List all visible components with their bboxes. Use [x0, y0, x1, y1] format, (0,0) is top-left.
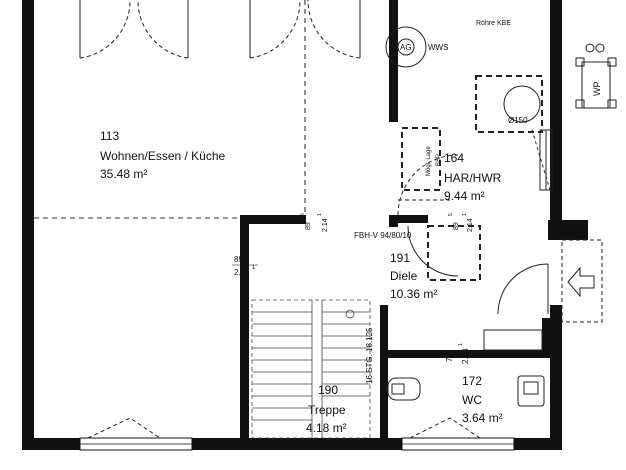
- opening-utility: 89 5 2.14 1: [448, 213, 474, 232]
- room-living: 113 Wohnen/Essen / Küche 35.48 m²: [100, 129, 226, 181]
- entry-arrow: [561, 239, 603, 323]
- heat-pump-symbol: [575, 43, 617, 109]
- room-area: 10.36 m²: [390, 287, 437, 301]
- opening-width: 89: [305, 222, 312, 230]
- wp-label: WP: [592, 82, 602, 97]
- opening-living: 89 5 2.14 1: [232, 252, 258, 277]
- roehre-label: Röhre KBE: [476, 20, 511, 27]
- utility-fixtures: [385, 26, 553, 216]
- room-number: 164: [444, 151, 464, 165]
- opening-width: 89: [234, 255, 243, 264]
- opening-height-sup: 1: [462, 213, 468, 216]
- room-number: 113: [100, 129, 119, 143]
- room-number: 172: [462, 374, 482, 388]
- moegl-label: Mögl. Lage: [426, 146, 432, 176]
- bottom-window-sashes: [87, 417, 481, 439]
- room-area: 35.48 m²: [100, 167, 147, 181]
- room-number: 190: [318, 383, 338, 397]
- opening-wc: 77 2.14 1: [445, 343, 470, 364]
- stair-count-label: 16 STG. 18.125: [365, 327, 374, 384]
- room-utility: 164 HAR/HWR 9.44 m²: [444, 151, 502, 203]
- opening-height: 2.14: [234, 268, 250, 277]
- opening-height: 2.14: [467, 218, 474, 232]
- opening-height: 2.14: [461, 348, 470, 364]
- bsp-label: BSP: [436, 154, 442, 166]
- room-area: 3.64 m²: [462, 411, 503, 425]
- opening-width-sup: 5: [448, 213, 454, 216]
- stairs: [251, 299, 371, 439]
- room-area: 9.44 m²: [444, 189, 485, 203]
- wws-label: WWS: [428, 43, 448, 52]
- opening-kitchen: 89 5 2.14 1: [300, 213, 329, 232]
- opening-width: 77: [445, 353, 454, 362]
- opening-width-sup: 5: [300, 213, 306, 216]
- room-name: Diele: [390, 269, 418, 283]
- opening-height-sup: 1: [317, 213, 323, 216]
- room-wc: 172 WC 3.64 m²: [462, 374, 503, 425]
- opening-width-sup: 5: [246, 252, 250, 258]
- room-name: Treppe: [308, 403, 346, 417]
- hall-doors: [407, 225, 549, 351]
- room-area: 4.18 m²: [306, 421, 347, 435]
- top-doors: [79, 0, 361, 215]
- opening-height-sup: 1: [458, 343, 464, 346]
- room-stairs: 190 Treppe 4.18 m²: [306, 383, 347, 435]
- ag-label: AG: [400, 43, 412, 52]
- fbh-label: FBH-V 94/80/10: [354, 231, 412, 240]
- wc-fixtures: [387, 375, 545, 407]
- room-number: 191: [390, 251, 410, 265]
- room-hall: 191 Diele 10.36 m²: [390, 251, 437, 301]
- diameter-label: Ø150: [508, 116, 528, 125]
- room-name: HAR/HWR: [444, 171, 502, 185]
- opening-height: 2.14: [322, 218, 329, 232]
- room-name: WC: [462, 393, 482, 407]
- opening-height-sup: 1: [252, 265, 256, 271]
- room-name: Wohnen/Essen / Küche: [100, 149, 226, 163]
- opening-width: 89: [453, 222, 460, 230]
- inner-walls: [240, 0, 588, 438]
